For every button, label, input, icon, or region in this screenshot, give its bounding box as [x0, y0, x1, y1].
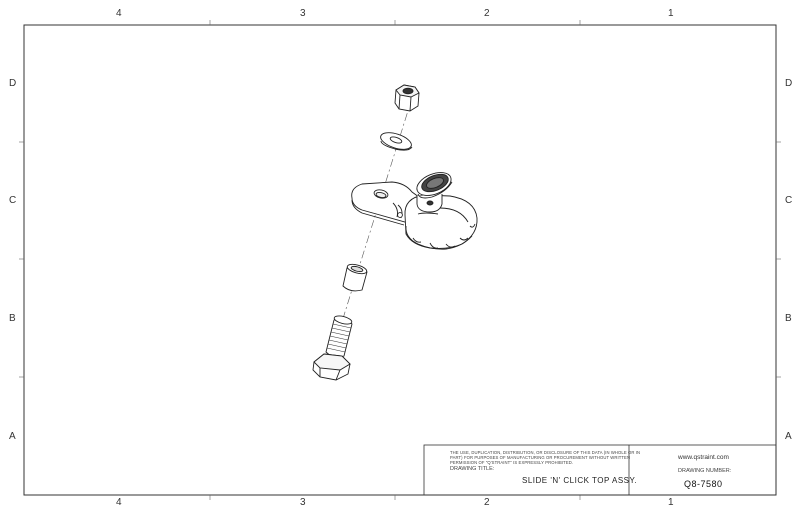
hex-nut	[394, 84, 420, 112]
zone-row-left-a: A	[9, 431, 16, 442]
spacer-sleeve	[342, 263, 368, 292]
drawing-title-label: DRAWING TITLE:	[450, 466, 495, 472]
zone-row-right-d: D	[785, 78, 793, 89]
drawing-number: Q8-7580	[684, 479, 723, 489]
drawing-border	[23, 24, 777, 496]
zone-row-left-c: C	[9, 195, 17, 206]
zone-col-bottom-3: 3	[300, 497, 306, 508]
zone-col-bottom-4: 4	[116, 497, 122, 508]
zone-col-top-1: 1	[668, 8, 674, 19]
title-block: THE USE, DUPLICATION, DISTRIBUTION, OR D…	[424, 445, 776, 495]
company-website: www.qstraint.com	[678, 454, 729, 461]
zone-col-top-2: 2	[484, 8, 490, 19]
zone-col-top-3: 3	[300, 8, 306, 19]
zone-row-left-b: B	[9, 313, 16, 324]
drawing-title: SLIDE 'N' CLICK TOP ASSY.	[522, 476, 638, 485]
zone-row-right-b: B	[785, 313, 792, 324]
zone-col-top-4: 4	[116, 8, 122, 19]
zone-row-right-c: C	[785, 195, 793, 206]
zone-row-left-d: D	[9, 78, 17, 89]
title-block-lines	[423, 444, 777, 496]
hex-bolt	[312, 315, 353, 381]
proprietary-notice: THE USE, DUPLICATION, DISTRIBUTION, OR D…	[450, 450, 641, 465]
zone-col-bottom-2: 2	[484, 497, 490, 508]
zone-row-right-a: A	[785, 431, 792, 442]
knob	[404, 172, 478, 250]
washer	[380, 132, 413, 151]
zone-ticks	[19, 20, 781, 500]
zone-col-bottom-1: 1	[668, 497, 674, 508]
drawing-number-label: DRAWING NUMBER:	[678, 468, 732, 474]
